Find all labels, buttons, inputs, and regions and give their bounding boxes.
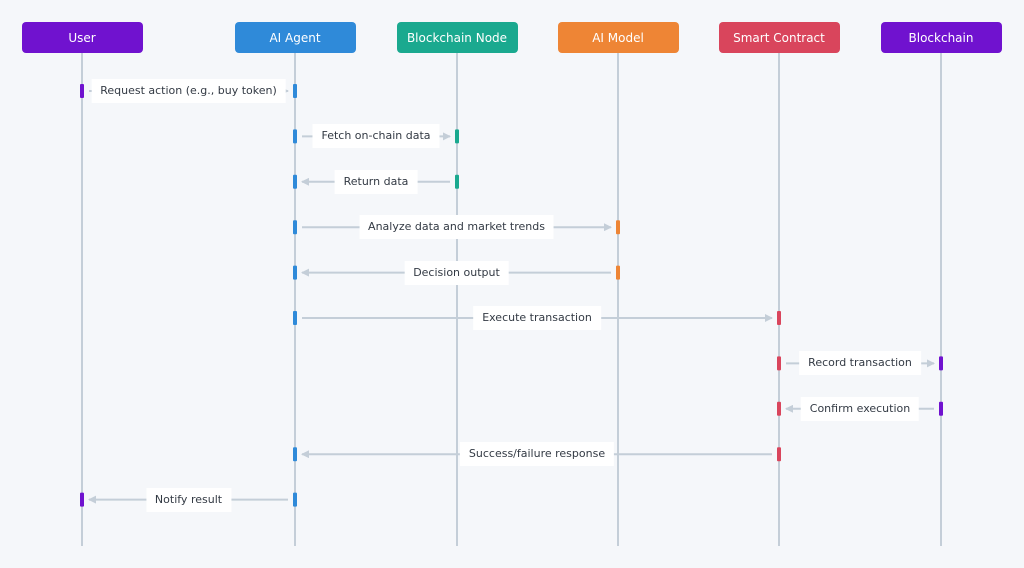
actor-chain: Blockchain [880,22,1002,53]
message-label-8: Confirm execution [800,396,920,421]
message-label-3: Return data [334,169,418,194]
message-label-4: Analyze data and market trends [359,215,554,240]
actor-node: Blockchain Node [396,22,518,53]
activation-node-msg-3 [455,174,459,189]
message-label-1: Request action (e.g., buy token) [91,79,286,103]
activation-agent-msg-10 [293,492,297,507]
activation-agent-msg-4 [293,220,297,235]
message-label-6: Execute transaction [473,306,601,330]
message-label-2: Fetch on-chain data [312,124,440,149]
activation-agent-msg-3 [293,174,297,189]
activation-agent-msg-9 [293,447,297,462]
activation-node-msg-2 [455,129,459,144]
activation-chain-msg-8 [939,401,943,416]
activation-agent-msg-5 [293,265,297,280]
activation-model-msg-4 [616,220,620,235]
activations-group [80,84,943,507]
activation-contract-msg-6 [777,311,781,325]
actor-model: AI Model [557,22,679,53]
message-label-7: Record transaction [799,351,921,376]
arrows-group [88,87,935,504]
activation-contract-msg-7 [777,356,781,371]
lifelines-group [81,53,942,546]
activation-user-msg-1 [80,84,84,98]
activation-agent-msg-1 [293,84,297,98]
message-label-9: Success/failure response [459,442,615,467]
activation-model-msg-5 [616,265,620,280]
message-label-5: Decision output [404,260,509,285]
activation-chain-msg-7 [939,356,943,371]
actor-user: User [21,22,143,53]
actor-contract: Smart Contract [718,22,840,53]
activation-contract-msg-8 [777,401,781,416]
activation-agent-msg-2 [293,129,297,144]
activation-user-msg-10 [80,492,84,507]
activation-agent-msg-6 [293,311,297,325]
message-label-10: Notify result [145,487,232,512]
actor-agent: AI Agent [234,22,356,53]
activation-contract-msg-9 [777,447,781,462]
